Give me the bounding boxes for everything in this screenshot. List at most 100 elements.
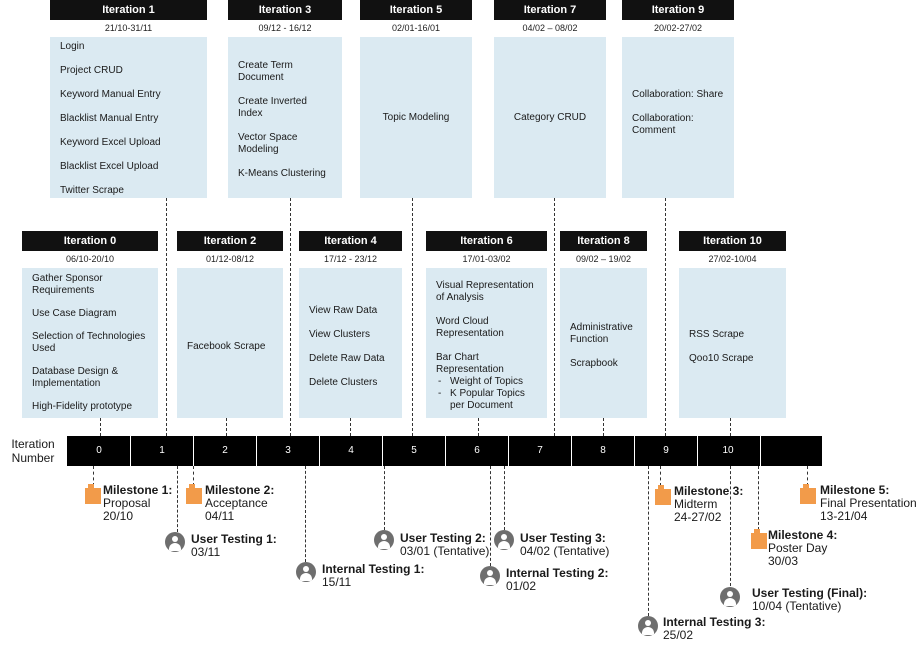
testing-title: User Testing (Final): [752, 586, 868, 600]
testing-text: 04/02 (Tentative) [520, 544, 610, 558]
milestone: Milestone 1: Proposal 20/10 [103, 484, 172, 523]
iteration-dates: 27/02-10/04 [679, 251, 786, 268]
iteration-title: Iteration 3 [228, 0, 342, 20]
axis-divider [382, 436, 383, 466]
connector-line [350, 418, 351, 436]
testing-title: User Testing 3: [520, 531, 606, 545]
connector-line [730, 418, 731, 436]
iteration-dates: 09/02 – 19/02 [560, 251, 647, 268]
testing-title: Internal Testing 1: [322, 562, 425, 576]
iteration-card: Iteration 9 20/02-27/02 Collaboration: S… [622, 0, 734, 198]
marker-line [305, 466, 306, 562]
marker-line [807, 466, 808, 486]
iteration-item: Selection of Technologies Used [32, 331, 146, 354]
testing-event: User Testing (Final): 10/04 (Tentative) [752, 587, 867, 613]
milestone-title: Milestone 3: [674, 484, 744, 498]
marker-line [384, 466, 385, 530]
testing-event: Internal Testing 1: 15/11 [322, 563, 424, 589]
marker-line [177, 466, 178, 532]
testing-event: User Testing 3: 04/02 (Tentative) [520, 532, 609, 558]
connector-line [226, 418, 227, 436]
milestone-text: 13-21/04 [820, 509, 868, 523]
milestone-text: 30/03 [768, 554, 799, 568]
milestone: Milestone 4: Poster Day 30/03 [768, 529, 837, 568]
iteration-number: 8 [600, 445, 606, 456]
iteration-item: Scrapbook [570, 358, 618, 369]
iteration-title: Iteration 6 [426, 231, 547, 251]
axis-divider [634, 436, 635, 466]
axis-divider [130, 436, 131, 466]
iteration-dates: 06/10-20/10 [22, 251, 158, 268]
milestone-flag-icon [85, 484, 101, 504]
milestone-text: Proposal [103, 496, 151, 510]
milestone: Milestone 3: Midterm 24-27/02 [674, 485, 743, 524]
testing-text: 10/04 (Tentative) [752, 599, 842, 613]
testing-text: 15/11 [322, 575, 352, 589]
person-icon [720, 587, 740, 607]
marker-line [730, 466, 731, 586]
iteration-dates: 01/12-08/12 [177, 251, 283, 268]
milestone: Milestone 5: Final Presentation 13-21/04 [820, 484, 917, 523]
marker-line [490, 466, 491, 566]
axis-label: Iteration Number [0, 437, 66, 465]
milestone-flag-icon [186, 484, 202, 504]
milestone-text: Midterm [674, 497, 718, 511]
iteration-item: Database Design & Implementation [32, 366, 119, 389]
connector-line [478, 418, 479, 436]
iteration-item: View Clusters [309, 329, 370, 340]
milestone-title: Milestone 4: [768, 528, 838, 542]
milestone-text: 24-27/02 [674, 510, 722, 524]
axis-label-line: Number [11, 451, 55, 465]
iteration-item: Word Cloud Representation [436, 316, 504, 339]
iteration-item: Category CRUD [513, 112, 587, 123]
iteration-item: Topic Modeling [382, 112, 450, 123]
iteration-item: Delete Clusters [309, 377, 378, 388]
milestone-text: Final Presentation [820, 496, 917, 510]
iteration-dates: 20/02-27/02 [622, 20, 734, 37]
person-icon [480, 566, 500, 586]
iteration-number: 2 [222, 445, 228, 456]
connector-line [603, 418, 604, 436]
iteration-item: Keyword Manual Entry [60, 89, 161, 100]
iteration-axis [67, 436, 822, 466]
iteration-card: Iteration 3 09/12 - 16/12 Create Term Do… [228, 0, 342, 198]
iteration-dates: 09/12 - 16/12 [228, 20, 342, 37]
axis-divider [697, 436, 698, 466]
connector-line [554, 198, 555, 436]
iteration-item: Collaboration: Share [632, 89, 724, 100]
iteration-item: Facebook Scrape [187, 341, 266, 352]
marker-line [93, 466, 94, 486]
iteration-number: 6 [474, 445, 480, 456]
iteration-item: Bar Chart Representation [436, 352, 504, 375]
axis-divider [256, 436, 257, 466]
iteration-title: Iteration 2 [177, 231, 283, 251]
iteration-card: Iteration 2 01/12-08/12 Facebook Scrape [177, 231, 283, 418]
iteration-item: Blacklist Excel Upload [60, 161, 159, 172]
iteration-item: Create Term Document [238, 60, 293, 83]
testing-event: User Testing 1: 03/11 [191, 533, 277, 559]
iteration-item: RSS Scrape [689, 329, 745, 340]
iteration-dates: 02/01-16/01 [360, 20, 472, 37]
testing-title: User Testing 1: [191, 532, 277, 546]
milestone: Milestone 2: Acceptance 04/11 [205, 484, 274, 523]
milestone-flag-icon [800, 484, 816, 504]
testing-event: User Testing 2: 03/01 (Tentative) [400, 532, 489, 558]
person-icon [494, 530, 514, 550]
iteration-item: Create Inverted Index [238, 96, 307, 119]
testing-text: 01/02 [506, 579, 537, 593]
milestone-title: Milestone 5: [820, 483, 890, 497]
iteration-item: Administrative Function [570, 322, 633, 345]
iteration-title: Iteration 9 [622, 0, 734, 20]
marker-line [660, 466, 661, 486]
iteration-title: Iteration 1 [50, 0, 207, 20]
iteration-item: View Raw Data [309, 305, 378, 316]
axis-label-line: Iteration [11, 437, 55, 451]
iteration-title: Iteration 4 [299, 231, 402, 251]
iteration-card: Iteration 10 27/02-10/04 RSS Scrape Qoo1… [679, 231, 786, 418]
iteration-item: Project CRUD [60, 65, 123, 76]
iteration-item: Use Case Diagram [32, 308, 117, 319]
marker-line [193, 466, 194, 486]
axis-divider [319, 436, 320, 466]
testing-text: 03/11 [191, 545, 221, 559]
connector-line [665, 198, 666, 436]
